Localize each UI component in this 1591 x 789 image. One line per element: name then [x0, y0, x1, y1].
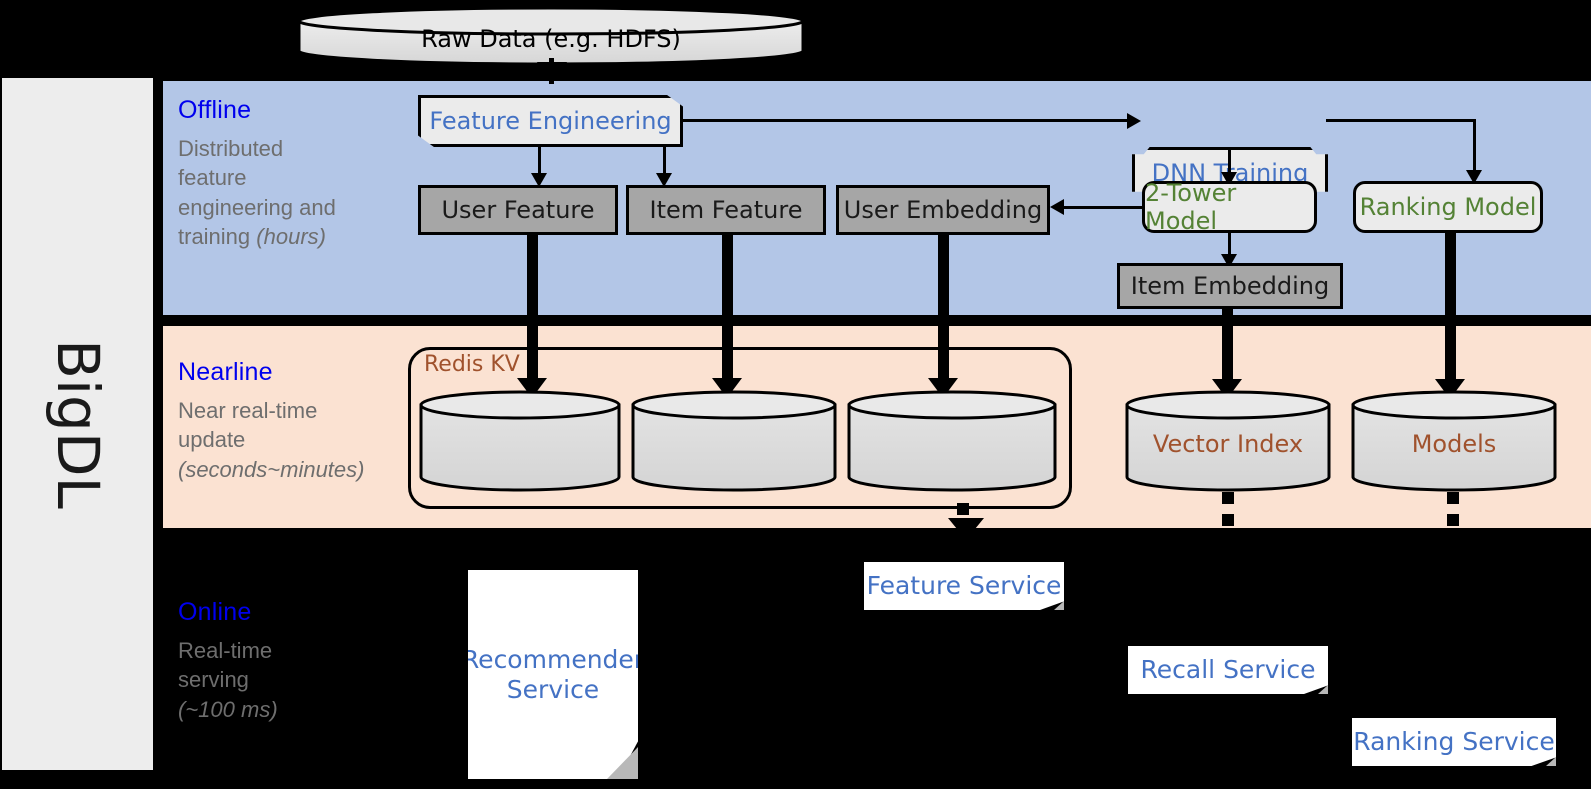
connector-models-stub-1	[1447, 492, 1459, 504]
item-embedding-label: Item Embedding	[1130, 272, 1330, 300]
edge-dnn-to-ranking-v	[1473, 119, 1476, 177]
offline-subtitle: Distributed feature engineering and trai…	[178, 134, 393, 251]
user-feature-node[interactable]: User Feature	[418, 185, 618, 235]
feature-service-label: Feature Service	[866, 571, 1062, 601]
edge-fe-to-userfeature	[538, 147, 541, 181]
recommender-service-label-line1: Recommender	[461, 645, 645, 674]
edge-fe-to-itemfeature	[663, 147, 666, 181]
connector-store3-to-featureservice-arrowhead	[948, 518, 984, 540]
feature-service-fold-icon	[1054, 601, 1064, 610]
vector-index-label: Vector Index	[1152, 429, 1304, 458]
two-tower-model-label: 2-Tower Model	[1145, 179, 1237, 235]
feature-service-node[interactable]: Feature Service	[864, 562, 1064, 610]
ranking-model-label: Ranking Model	[1359, 193, 1537, 221]
item-embedding-node[interactable]: Item Embedding	[1117, 263, 1343, 309]
recommender-service-node[interactable]: Recommender Service	[468, 570, 638, 779]
offline-sub-l1: Distributed	[178, 136, 284, 161]
raw-data-label: Raw Data (e.g. HDFS)	[421, 24, 681, 53]
nearline-sub-em: (seconds~minutes)	[178, 456, 365, 482]
ranking-model-node[interactable]: Ranking Model	[1353, 181, 1543, 233]
nearline-sub-l2: update	[178, 427, 246, 453]
user-embedding-label: User Embedding	[843, 196, 1043, 224]
online-caption: Online Real-time serving (~100 ms)	[178, 598, 403, 724]
edge-fe-to-dnn-arrowhead	[1127, 113, 1141, 129]
feature-engineering-label: Feature Engineering	[429, 107, 672, 135]
vector-index-cylinder[interactable]: Vector Index	[1124, 390, 1332, 492]
redis-kv-label: Redis KV	[424, 352, 520, 377]
redis-kv-group	[408, 347, 1072, 509]
nearline-caption: Nearline Near real-time update (seconds~…	[178, 358, 403, 484]
edge-fe-to-dnn	[683, 119, 1130, 122]
online-sub-l2: serving	[178, 667, 249, 693]
ranking-service-node[interactable]: Ranking Service	[1352, 718, 1556, 766]
two-tower-model-node[interactable]: 2-Tower Model	[1142, 179, 1317, 235]
recommender-service-label-line2: Service	[506, 674, 600, 704]
connector-vectorindex-stub-1	[1222, 492, 1234, 504]
bigdl-sidebar: BigDL	[2, 78, 153, 770]
recall-service-fold-icon	[1318, 685, 1328, 694]
edge-fe-to-itemfeature-arrowhead	[656, 173, 672, 187]
edge-dnn-to-ranking-arrowhead	[1466, 170, 1482, 184]
models-cylinder[interactable]: Models	[1350, 390, 1558, 492]
online-subtitle: Real-time serving (~100 ms)	[178, 636, 403, 724]
pipe-rankingmodel-to-models	[1445, 233, 1456, 389]
pipe-itemfeature-to-store2	[722, 233, 733, 388]
models-label: Models	[1411, 429, 1497, 458]
ranking-service-label: Ranking Service	[1353, 727, 1555, 757]
online-title: Online	[178, 598, 252, 626]
connector-models-stub-2	[1447, 514, 1459, 526]
feature-engineering-node[interactable]: Feature Engineering	[418, 95, 683, 147]
online-sub-l1: Real-time	[178, 638, 273, 663]
nearline-sub-l1: Near real-time	[178, 398, 318, 423]
connector-vectorindex-stub-2	[1222, 514, 1234, 526]
edge-rawdata-to-fe-arrowhead	[537, 62, 567, 82]
edge-twotower-to-itemembedding	[1228, 233, 1231, 263]
recall-service-node[interactable]: Recall Service	[1128, 646, 1328, 694]
store-2-cylinder[interactable]	[630, 390, 838, 492]
offline-title: Offline	[178, 96, 252, 124]
offline-sub-l3: engineering and	[178, 194, 336, 220]
user-feature-label: User Feature	[441, 196, 595, 224]
item-feature-label: Item Feature	[649, 196, 803, 224]
online-sub-em: (~100 ms)	[178, 696, 278, 722]
platform-name-label: BigDL	[43, 339, 112, 509]
connector-store3-stub	[957, 503, 969, 515]
store-1-cylinder[interactable]	[418, 390, 622, 492]
pipe-userfeature-to-store1	[527, 233, 538, 388]
offline-sub-em: (hours)	[256, 223, 326, 249]
ranking-service-fold-icon	[1546, 757, 1556, 766]
offline-caption: Offline Distributed feature engineering …	[178, 96, 393, 251]
user-embedding-node[interactable]: User Embedding	[836, 185, 1050, 235]
edge-twotower-to-userembedding-arrowhead	[1050, 199, 1064, 215]
offline-sub-l4: training	[178, 223, 257, 249]
edge-dnn-to-ranking-h	[1326, 119, 1476, 122]
item-feature-node[interactable]: Item Feature	[626, 185, 826, 235]
edge-twotower-to-userembedding	[1062, 206, 1144, 209]
store-3-cylinder[interactable]	[846, 390, 1058, 492]
pipe-itemembedding-to-vectorindex	[1222, 307, 1233, 389]
edge-fe-to-userfeature-arrowhead	[531, 173, 547, 187]
raw-data-cylinder: Raw Data (e.g. HDFS)	[296, 6, 806, 66]
feature-engineering-shape	[418, 95, 683, 147]
nearline-title: Nearline	[178, 358, 273, 386]
edge-dnn-to-twotower	[1228, 147, 1231, 179]
pipe-userembedding-to-store3	[938, 233, 949, 388]
offline-sub-l2: feature	[178, 165, 247, 191]
recall-service-label: Recall Service	[1140, 655, 1316, 685]
nearline-subtitle: Near real-time update (seconds~minutes)	[178, 396, 403, 484]
